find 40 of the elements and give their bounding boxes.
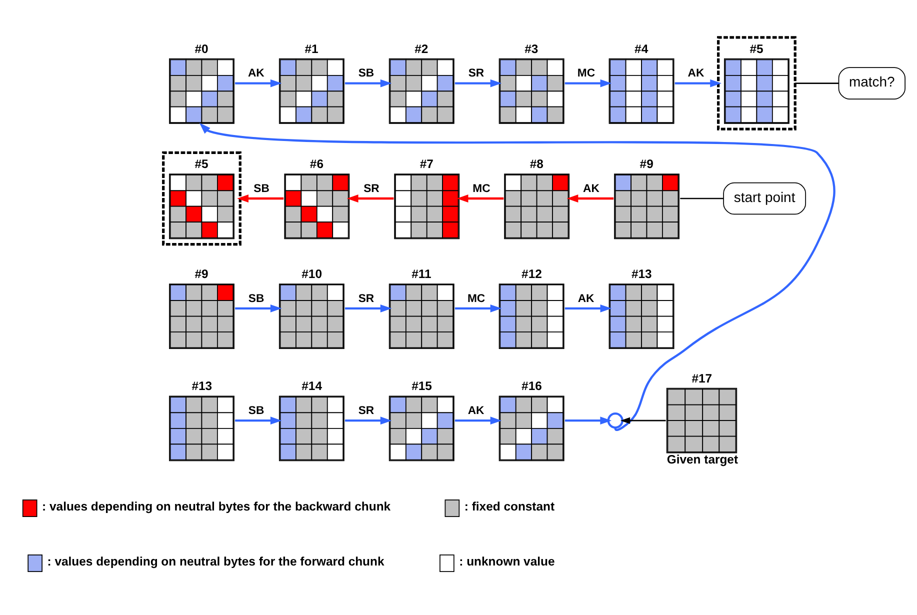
node-label: #16 [522,378,542,393]
edge-label: SB [358,67,374,80]
edge-label: MC [577,67,596,80]
edge-label: AK [248,67,264,80]
edge-label: SR [364,182,380,194]
node-label: #13 [631,266,652,281]
edge-label: SB [248,292,264,304]
edge-label: SB [254,182,270,194]
node-label: #13 [192,378,212,393]
edge-label: AK [688,67,704,80]
edge-label: MC [467,292,486,304]
edge-label: SR [358,292,374,304]
edge-label: AK [578,292,594,304]
node-label: #9 [194,266,208,281]
node-label: #4 [634,41,648,56]
edge-label: MC [472,182,490,194]
legend-label: : values depending on neutral bytes for the backward chunk [42,499,391,514]
node-label: #3 [524,41,538,56]
node-label: #12 [522,266,542,281]
node-label: #2 [414,41,428,56]
edge-label: AK [583,182,600,194]
node-label: #8 [530,156,544,171]
node-label: #7 [420,156,434,171]
node-label: #6 [310,156,324,171]
node-label: #17 [692,370,712,385]
node-label: #1 [304,41,318,56]
node-label: #0 [194,41,208,56]
node-label: Given target [666,452,738,466]
legend-label: : fixed constant [464,499,555,514]
edge-label: SR [358,404,374,416]
legend-label: : unknown value [459,554,555,568]
node-label: #14 [302,378,322,393]
node-label: #10 [302,266,322,281]
edge-label: SR [468,67,484,80]
legend-label: : values depending on neutral bytes for the forward chunk [47,554,384,568]
edge-label: SB [248,404,264,416]
node-label: #9 [640,156,654,171]
edge-label: AK [468,404,484,416]
node-label: #15 [412,378,432,393]
node-label: #11 [412,266,432,281]
